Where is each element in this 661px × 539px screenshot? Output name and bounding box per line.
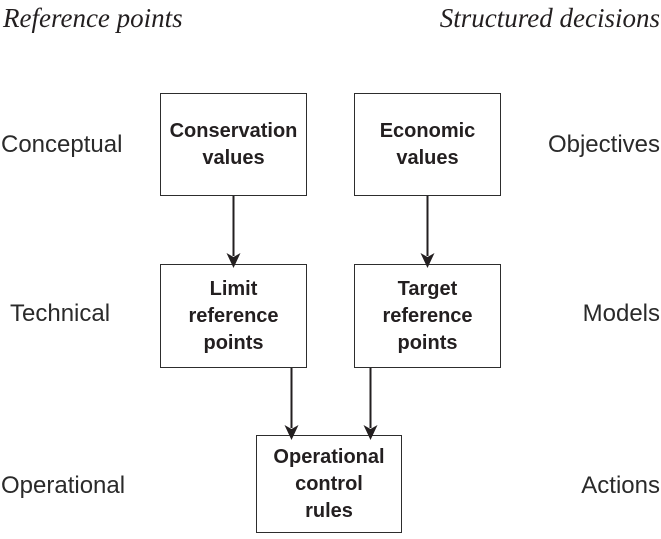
node-operational-control-rules-label: Operational control rules: [273, 445, 385, 522]
node-target-reference-points-label: Target reference points: [382, 277, 473, 354]
arrow-conservation-to-limit: [226, 196, 241, 268]
row-label-models: Models: [582, 300, 660, 327]
arrow-economic-to-target: [420, 196, 435, 268]
node-limit-reference-points: Limit reference points: [160, 264, 307, 368]
row-label-actions: Actions: [581, 472, 660, 499]
node-limit-reference-points-label: Limit reference points: [188, 277, 279, 354]
node-economic-values: Economic values: [354, 93, 501, 196]
node-operational-control-rules: Operational control rules: [256, 435, 402, 533]
node-economic-values-label: Economic values: [379, 119, 476, 169]
row-label-technical: Technical: [10, 300, 111, 327]
column-title-structured-decisions: Structured decisions: [439, 3, 660, 33]
row-label-conceptual: Conceptual: [1, 131, 123, 158]
node-conservation-values: Conservation values: [160, 93, 307, 196]
node-conservation-values-label: Conservation values: [169, 119, 298, 169]
row-label-objectives: Objectives: [547, 131, 660, 158]
column-title-reference-points: Reference points: [3, 3, 183, 33]
arrow-target-to-operational: [363, 368, 378, 440]
arrow-limit-to-operational: [284, 368, 299, 440]
row-label-operational: Operational: [1, 472, 126, 499]
node-target-reference-points: Target reference points: [354, 264, 501, 368]
